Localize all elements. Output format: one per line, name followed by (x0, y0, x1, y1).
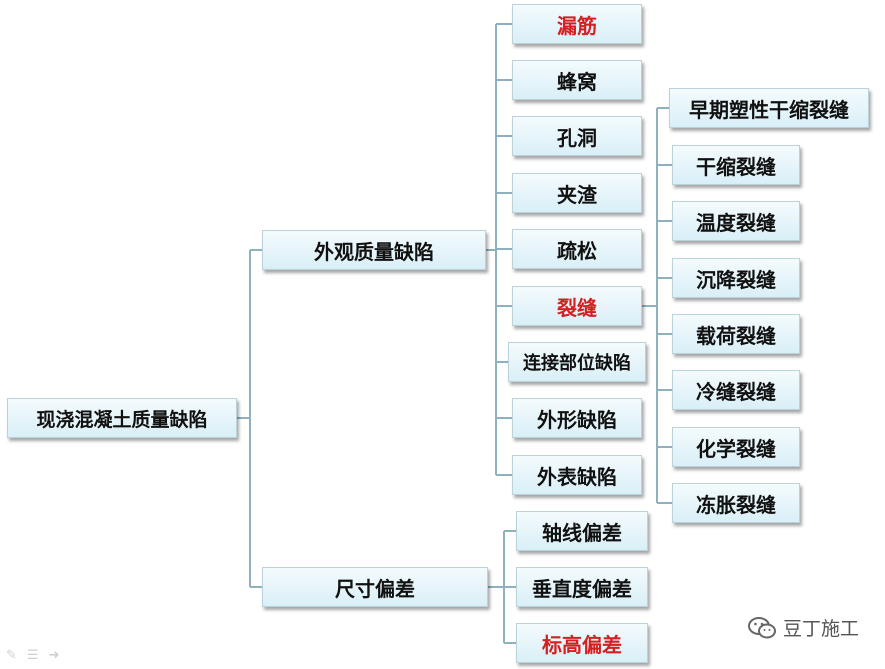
node-load-crack[interactable]: 载荷裂缝 (672, 314, 800, 354)
node-verticality-deviation[interactable]: 垂直度偏差 (516, 567, 648, 607)
node-settlement-crack[interactable]: 沉降裂缝 (672, 258, 800, 298)
node-surface-defect[interactable]: 外表缺陷 (512, 455, 642, 495)
node-exposed-rebar[interactable]: 漏筋 (512, 4, 642, 44)
node-temperature-crack[interactable]: 温度裂缝 (672, 201, 800, 241)
node-shape-defect[interactable]: 外形缺陷 (512, 398, 642, 438)
node-early-plastic-shrinkage-crack[interactable]: 早期塑性干缩裂缝 (669, 88, 869, 128)
root-node[interactable]: 现浇混凝土质量缺陷 (7, 398, 237, 438)
watermark: 豆丁施工 (747, 614, 859, 641)
menu-icon[interactable]: ☰ (26, 648, 39, 663)
watermark-text: 豆丁施工 (782, 618, 859, 640)
node-drying-shrinkage-crack[interactable]: 干缩裂缝 (672, 145, 800, 185)
pen-icon[interactable]: ✎ (6, 648, 17, 663)
node-honeycomb[interactable]: 蜂窝 (512, 60, 642, 100)
node-appearance-defects[interactable]: 外观质量缺陷 (262, 230, 486, 270)
node-frost-heave-crack[interactable]: 冻胀裂缝 (672, 483, 800, 523)
node-slag-inclusion[interactable]: 夹渣 (512, 173, 642, 213)
node-looseness[interactable]: 疏松 (512, 229, 642, 269)
node-chemical-crack[interactable]: 化学裂缝 (672, 427, 800, 467)
node-dimension-deviation[interactable]: 尺寸偏差 (262, 567, 488, 607)
wechat-icon (747, 616, 776, 638)
node-axis-deviation[interactable]: 轴线偏差 (516, 511, 648, 551)
arrow-right-icon[interactable]: ➜ (48, 648, 60, 663)
node-connection-defect[interactable]: 连接部位缺陷 (508, 342, 646, 382)
node-elevation-deviation[interactable]: 标高偏差 (516, 623, 648, 663)
node-hole[interactable]: 孔洞 (512, 116, 642, 156)
node-cold-joint-crack[interactable]: 冷缝裂缝 (672, 370, 800, 410)
slide-toolbar: ✎ ☰ ➜ (6, 648, 59, 663)
node-crack[interactable]: 裂缝 (512, 286, 642, 326)
